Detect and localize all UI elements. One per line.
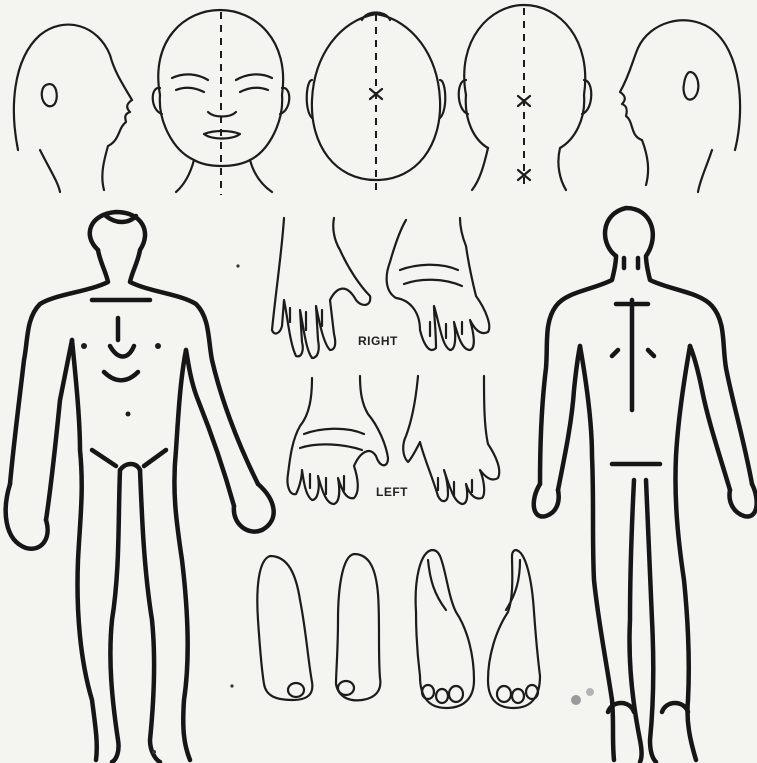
heads-row bbox=[14, 5, 740, 195]
label-right: RIGHT bbox=[358, 334, 398, 348]
head-right-profile bbox=[14, 25, 132, 192]
body-back bbox=[534, 208, 757, 762]
head-front bbox=[153, 10, 290, 195]
label-left: LEFT bbox=[376, 485, 408, 499]
head-top bbox=[307, 13, 446, 193]
feet-row bbox=[257, 550, 540, 708]
head-back bbox=[459, 5, 592, 190]
head-left-profile bbox=[620, 20, 740, 192]
body-front bbox=[6, 212, 274, 762]
